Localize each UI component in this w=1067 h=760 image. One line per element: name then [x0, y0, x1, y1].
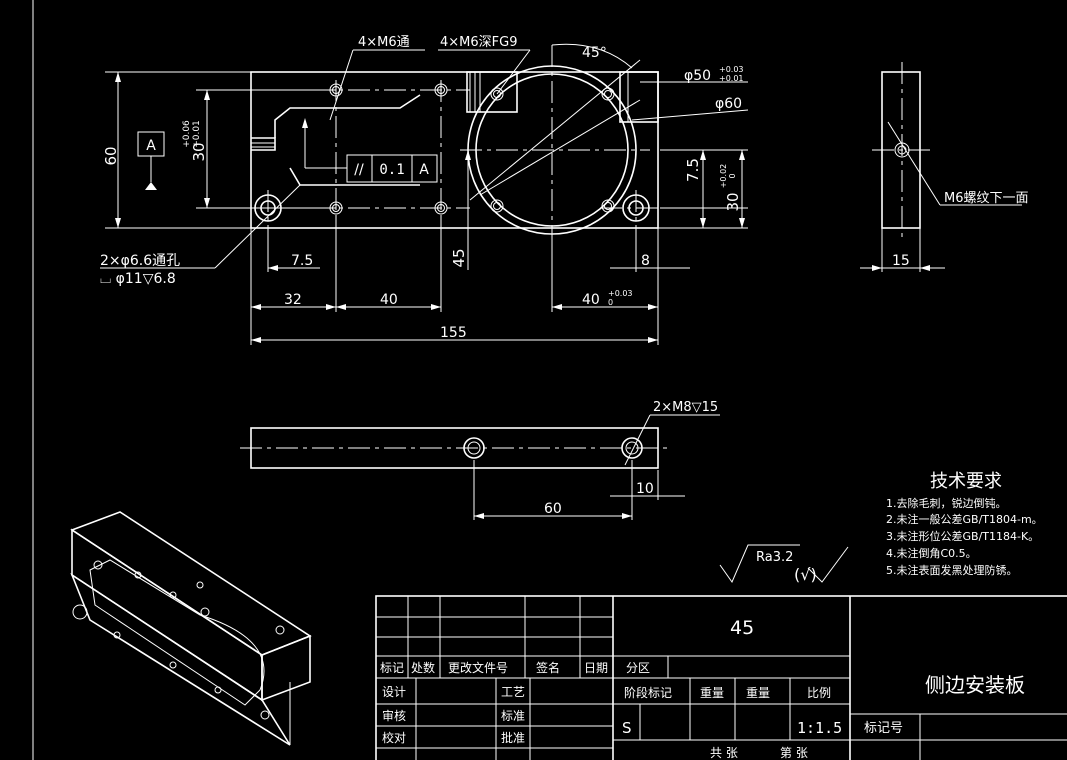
- callout-counterbore-1: 2×φ6.6通孔: [100, 253, 180, 269]
- dim-8: 8: [641, 253, 650, 269]
- part-name: 侧边安装板: [925, 673, 1025, 697]
- front-view-dimensions: 60 30 +0.06 +0.01 A // 0.1 A 4×M6通 4×M6深…: [100, 35, 749, 345]
- dim-32: 32: [284, 292, 302, 308]
- dim-7-5-right: 7.5: [684, 158, 702, 182]
- rev-header-5: 日期: [584, 661, 608, 675]
- surface-finish-other: (√): [794, 565, 817, 584]
- dim-155: 155: [440, 325, 467, 341]
- rev-header-4: 签名: [536, 660, 560, 675]
- row-label-3: 校对: [382, 730, 406, 745]
- surface-finish-value: Ra3.2: [756, 550, 793, 565]
- gdt-symbol: //: [354, 162, 364, 178]
- title-block: 45 侧边安装板 1:1.5 S 标记号 标记 处数 更改文件号 签名 日期 分…: [375, 595, 1067, 760]
- front-view: [240, 45, 680, 245]
- dim-40-right-tol-upper: +0.03: [608, 289, 633, 298]
- row-role-2: 标准: [501, 709, 525, 723]
- note-2: 2.未注一般公差GB/T1804-m。: [886, 512, 1043, 526]
- technical-notes: 技术要求 1.去除毛刺，锐边倒钝。 2.未注一般公差GB/T1804-m。 3.…: [886, 471, 1043, 577]
- dim-30-right-tol-upper: +0.02: [719, 164, 728, 189]
- note-5: 5.未注表面发黑处理防锈。: [886, 563, 1018, 577]
- dim-15-side: 15: [892, 253, 910, 269]
- dim-phi50-tol-lower: +0.01: [719, 74, 744, 83]
- dim-phi50-tol-upper: +0.03: [719, 65, 744, 74]
- gdt-datum: A: [419, 162, 429, 178]
- note-4: 4.未注倒角C0.5。: [886, 546, 977, 560]
- dim-30-right: 30: [724, 192, 742, 211]
- dim-30-left: 30: [190, 142, 208, 161]
- callout-side-m6: M6螺纹下一面: [944, 191, 1029, 206]
- dim-angle-45: 45°: [582, 45, 607, 61]
- row-role-1: 工艺: [501, 685, 525, 699]
- dim-7-5-bottom: 7.5: [291, 253, 313, 269]
- row-label-2: 审核: [382, 708, 406, 723]
- callout-4xm6-deep: 4×M6深FG9: [440, 35, 517, 50]
- notes-title: 技术要求: [930, 471, 1002, 492]
- rev-header-1: 标记: [380, 661, 404, 675]
- callout-counterbore-2: ⌴ φ11▽6.8: [100, 271, 176, 287]
- dim-height-60: 60: [102, 146, 120, 165]
- dim-phi60: φ60: [715, 96, 742, 112]
- dim-40-right-tol-lower: 0: [608, 298, 613, 307]
- note-3: 3.未注形位公差GB/T1184-K。: [886, 529, 1039, 543]
- stage-mark: S: [622, 719, 632, 737]
- row-label-1: 设计: [382, 685, 406, 699]
- note-1: 1.去除毛刺，锐边倒钝。: [886, 496, 1007, 510]
- approval-header-1: 分区: [626, 661, 650, 675]
- stage-label-3: 重量: [746, 686, 770, 700]
- stage-label-4: 比例: [807, 686, 831, 700]
- material: 45: [730, 617, 754, 639]
- stage-label-1: 阶段标记: [624, 685, 672, 700]
- scale: 1:1.5: [797, 719, 842, 737]
- callout-2xm8: 2×M8▽15: [653, 400, 718, 415]
- isometric-view: [70, 511, 312, 746]
- dim-30-left-tol-upper: +0.06: [182, 120, 192, 148]
- dim-40-right: 40: [582, 292, 600, 308]
- datum-letter: A: [146, 138, 156, 154]
- dim-10-bottom: 10: [636, 481, 654, 497]
- sheet-label-1: 共 张: [710, 746, 738, 760]
- callout-4xm6: 4×M6通: [358, 35, 410, 50]
- sheet-label-2: 第 张: [780, 746, 808, 760]
- dim-45: 45: [450, 248, 468, 267]
- bottom-view: 2×M8▽15 60 10: [240, 400, 720, 520]
- row-role-3: 批准: [501, 730, 525, 745]
- rev-header-3: 更改文件号: [448, 660, 508, 675]
- dim-30-left-tol-lower: +0.01: [192, 120, 202, 148]
- stage-label-2: 重量: [700, 686, 724, 700]
- dim-40-left: 40: [380, 292, 398, 308]
- surface-finish-symbol: Ra3.2 (√): [719, 544, 849, 584]
- gdt-value: 0.1: [379, 162, 404, 178]
- dim-30-right-tol-lower: 0: [728, 173, 737, 178]
- label-mark: 标记号: [864, 721, 903, 736]
- side-view: M6螺纹下一面 15: [860, 62, 1029, 272]
- dim-60-bottom: 60: [544, 501, 562, 517]
- rev-header-2: 处数: [411, 660, 435, 675]
- dim-phi50: φ50: [684, 68, 711, 84]
